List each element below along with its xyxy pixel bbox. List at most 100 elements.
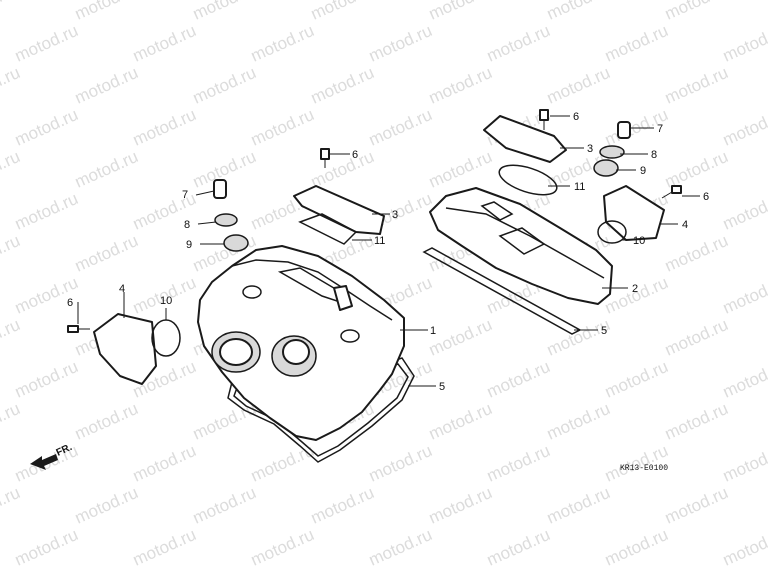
- watermark-text: motod.ru: [426, 0, 495, 24]
- watermark-text: motod.ru: [426, 483, 495, 528]
- front-cylinder-head-cover: [197, 245, 415, 463]
- watermark-text: motod.ru: [130, 441, 199, 486]
- watermark-text: motod.ru: [720, 525, 768, 570]
- callout-6-top: 6: [573, 111, 579, 123]
- watermark-text: motod.ru: [720, 273, 768, 318]
- watermark-text: motod.ru: [0, 63, 23, 108]
- front-arrow-icon: [30, 454, 58, 470]
- watermark-text: motod.ru: [662, 231, 731, 276]
- watermark-text: motod.ru: [720, 21, 768, 66]
- callout-8-left: 8: [184, 219, 190, 231]
- watermark-text: motod.ru: [308, 63, 377, 108]
- callout-7-right: 7: [657, 123, 663, 135]
- front-cover-breather: [333, 285, 353, 311]
- watermark-text: motod.ru: [484, 21, 553, 66]
- rear-cover-slot: [480, 201, 514, 221]
- watermark-text: motod.ru: [662, 147, 731, 192]
- watermark-text: motod.ru: [662, 483, 731, 528]
- watermark-text: motod.ru: [12, 189, 81, 234]
- watermark-text: motod.ru: [72, 231, 141, 276]
- watermark-text: motod.ru: [190, 483, 259, 528]
- watermark-text: motod.ru: [0, 399, 23, 444]
- watermark-text: motod.ru: [72, 63, 141, 108]
- breather-plate-left-ring: [298, 213, 358, 245]
- plug-left: [213, 179, 249, 252]
- watermark-text: motod.ru: [484, 525, 553, 570]
- front-cover-bolt-hole-2: [340, 329, 360, 343]
- front-cover-ridge: [231, 259, 393, 321]
- watermark-text: motod.ru: [662, 0, 731, 24]
- rear-cylinder-head-cover: [429, 187, 613, 305]
- watermark-text: motod.ru: [426, 399, 495, 444]
- watermark-text: motod.ru: [190, 0, 259, 24]
- watermark-text: motod.ru: [72, 483, 141, 528]
- bolt-top-mid: [320, 148, 330, 168]
- o-ring-right: [597, 220, 627, 244]
- watermark-text: motod.ru: [72, 147, 141, 192]
- callout-10-left: 10: [160, 295, 172, 307]
- callout-9-right: 9: [640, 165, 646, 177]
- breather-plate-left: [293, 185, 385, 235]
- watermark-text: motod.ru: [0, 231, 23, 276]
- watermark-text: motod.ru: [190, 63, 259, 108]
- watermark-text: motod.ru: [308, 0, 377, 24]
- callout-2: 2: [632, 283, 638, 295]
- watermark-text: motod.ru: [366, 441, 435, 486]
- watermark-text: motod.ru: [366, 105, 435, 150]
- watermark-text: motod.ru: [0, 483, 23, 528]
- callout-4-left: 4: [119, 283, 125, 295]
- callout-numbers: 1 2 3 3 4 4 5 5 6 6 6 6 7 7 8 8 9 9 10 1…: [67, 111, 709, 393]
- watermark-text: motod.ru: [602, 21, 671, 66]
- watermark-text: motod.ru: [484, 357, 553, 402]
- watermark-text: motod.ru: [130, 21, 199, 66]
- watermark-text: motod.ru: [248, 525, 317, 570]
- bolt-top-right: [539, 109, 549, 130]
- watermark-text: motod.ru: [544, 483, 613, 528]
- watermark-text: motod.ru: [0, 147, 23, 192]
- callout-6-right: 6: [703, 191, 709, 203]
- watermark-text: motod.ru: [544, 63, 613, 108]
- watermark-text: motod.ru: [426, 63, 495, 108]
- breather-plate-right: [483, 115, 567, 163]
- callout-11-mid: 11: [374, 235, 385, 247]
- breather-ring-right: [498, 164, 558, 196]
- callout-6-mid: 6: [352, 149, 358, 161]
- watermark-text: motod.ru: [130, 525, 199, 570]
- watermark-text: motod.ru: [602, 525, 671, 570]
- front-cover-port-left-inner: [219, 338, 253, 366]
- watermark-text: motod.ru: [426, 315, 495, 360]
- callout-7-left: 7: [182, 189, 188, 201]
- plug-right: [593, 121, 631, 177]
- watermark-text: motod.ru: [720, 189, 768, 234]
- watermark-text: motod.ru: [366, 21, 435, 66]
- watermark-text: motod.ru: [544, 399, 613, 444]
- callout-5-right: 5: [601, 325, 607, 337]
- watermark-text: motod.ru: [248, 441, 317, 486]
- o-ring-left: [151, 319, 181, 357]
- callout-4-right: 4: [682, 219, 688, 231]
- callout-11-top: 11: [574, 181, 585, 193]
- watermark-text: motod.ru: [0, 0, 23, 24]
- watermark-text: motod.ru: [602, 273, 671, 318]
- watermark-text: motod.ru: [12, 105, 81, 150]
- watermark-text: motod.ru: [484, 441, 553, 486]
- callout-10-right: 10: [633, 235, 645, 247]
- rear-cover-body: [429, 187, 613, 305]
- callout-9-left: 9: [186, 239, 192, 251]
- watermark-text: motod.ru: [12, 273, 81, 318]
- watermark-text: motod.ru: [366, 525, 435, 570]
- watermark-text: motod.ru: [248, 105, 317, 150]
- leader-lines: [77, 115, 700, 387]
- callout-1: 1: [430, 325, 436, 337]
- watermark-text: motod.ru: [12, 357, 81, 402]
- side-cover-left: [93, 313, 157, 385]
- watermark-text: motod.ru: [544, 315, 613, 360]
- watermark-text: motod.ru: [72, 0, 141, 24]
- front-cover-bolt-hole-1: [242, 285, 262, 299]
- watermark-text: motod.ru: [72, 399, 141, 444]
- diagram-reference-code: KR13-E0100: [620, 464, 668, 473]
- callout-5-front: 5: [439, 381, 445, 393]
